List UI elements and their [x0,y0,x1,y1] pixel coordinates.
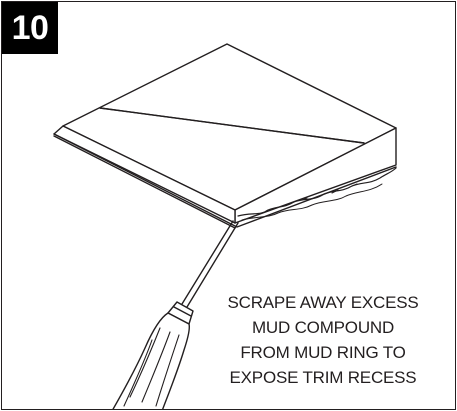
screwdriver [112,220,239,409]
caption-line: EXPOSE TRIM RECESS [229,368,417,387]
step-number-badge: 10 [2,2,58,54]
caption-line: SCRAPE AWAY EXCESS [227,293,419,312]
caption-line: MUD COMPOUND [251,318,395,337]
step-caption: SCRAPE AWAY EXCESS MUD COMPOUND FROM MUD… [183,290,443,390]
mud-ring-plate [53,43,397,229]
caption-line: FROM MUD RING TO [240,343,406,362]
